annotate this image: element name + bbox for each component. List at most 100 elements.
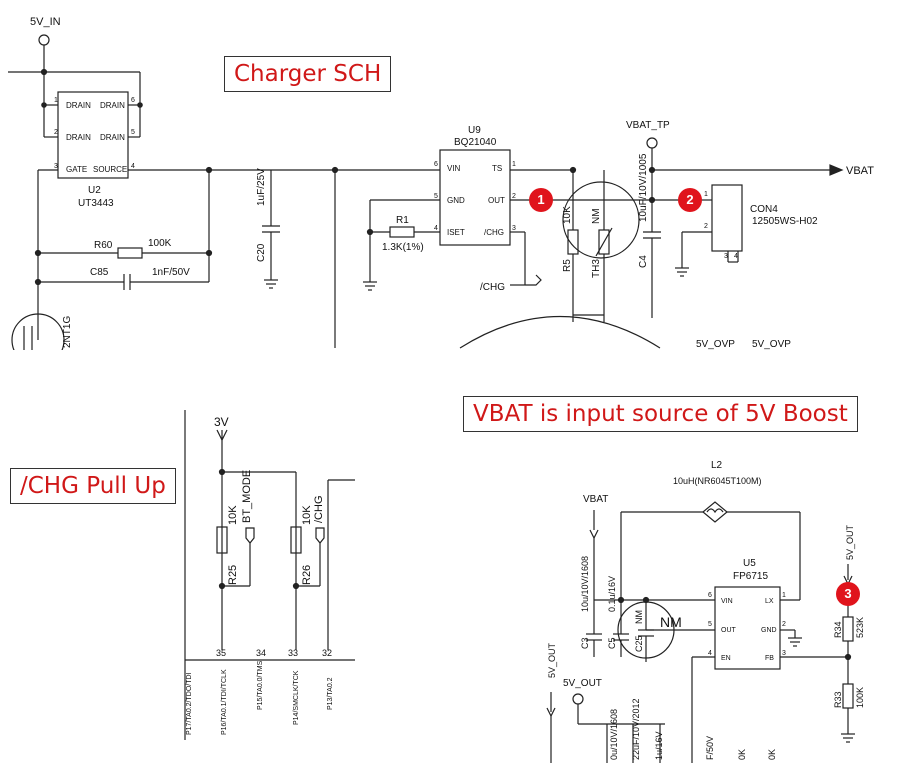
u5-boost-ic xyxy=(714,586,781,670)
svg-text:R33: R33 xyxy=(833,691,843,708)
svg-text:5V_OUT: 5V_OUT xyxy=(547,642,557,678)
svg-text:1: 1 xyxy=(704,191,708,198)
svg-text:5V_OUT: 5V_OUT xyxy=(845,524,855,560)
svg-text:3: 3 xyxy=(724,253,728,260)
net-label-vbat-tp: VBAT_TP xyxy=(626,120,670,131)
svg-text:R60: R60 xyxy=(94,240,113,251)
chg-net-label: /CHG xyxy=(480,282,505,293)
svg-text:U5: U5 xyxy=(743,558,756,569)
svg-text:33: 33 xyxy=(288,648,298,658)
svg-text:0K: 0K xyxy=(767,749,777,760)
svg-text:0K: 0K xyxy=(737,749,747,760)
svg-text:GATE: GATE xyxy=(66,165,87,174)
svg-text:4: 4 xyxy=(708,650,712,657)
svg-text:4: 4 xyxy=(734,253,738,260)
r1-resistor xyxy=(389,226,415,238)
svg-text:2NT1G: 2NT1G xyxy=(62,316,73,348)
svg-text:4: 4 xyxy=(131,163,135,170)
battery-outline-partial xyxy=(459,316,661,349)
svg-text:1.3K(1%): 1.3K(1%) xyxy=(382,242,424,253)
svg-text:VBAT: VBAT xyxy=(583,494,608,505)
svg-text:/CHG: /CHG xyxy=(313,496,325,524)
svg-text:1: 1 xyxy=(512,161,516,168)
pullup-schematic: 3V 10K R25 BT_MODE 10K R26 /CHG 35 34 33… xyxy=(180,400,360,745)
svg-text:5: 5 xyxy=(131,129,135,136)
svg-text:1: 1 xyxy=(782,592,786,599)
svg-text:C3: C3 xyxy=(580,637,590,649)
svg-text:0.1u/16V: 0.1u/16V xyxy=(607,576,617,612)
svg-text:NM: NM xyxy=(634,610,644,624)
u9-charger-ic xyxy=(439,149,511,246)
svg-text:3: 3 xyxy=(54,163,58,170)
callout-vbat-boost: VBAT is input source of 5V Boost xyxy=(463,396,858,432)
svg-text:C85: C85 xyxy=(90,267,109,278)
callout-charger-sch: Charger SCH xyxy=(224,56,392,92)
svg-text:2: 2 xyxy=(54,129,58,136)
test-point-5v-out xyxy=(572,693,584,705)
svg-text:1u/16V: 1u/16V xyxy=(654,731,664,760)
svg-text:10u/10V/1608: 10u/10V/1608 xyxy=(580,556,590,612)
boost-schematic: L2 10uH(NR6045T100M) VBAT 10u/10V/1608 C… xyxy=(545,452,885,763)
svg-text:TH3: TH3 xyxy=(591,259,602,278)
svg-text:1: 1 xyxy=(54,97,58,104)
svg-text:P14/SMCLK/TCK: P14/SMCLK/TCK xyxy=(293,670,300,725)
svg-text:100K: 100K xyxy=(148,238,172,249)
svg-text:U9: U9 xyxy=(468,125,481,136)
svg-text:P17/TA0.2/TDO/TDI: P17/TA0.2/TDO/TDI xyxy=(186,672,193,735)
svg-text:/CHG: /CHG xyxy=(484,228,504,237)
svg-text:35: 35 xyxy=(216,648,226,658)
nm-label: NM xyxy=(660,614,682,630)
svg-text:P13/TA0.2: P13/TA0.2 xyxy=(327,677,334,710)
svg-text:SOURCE: SOURCE xyxy=(93,165,127,174)
svg-text:EN: EN xyxy=(721,655,731,662)
svg-text:2: 2 xyxy=(704,223,708,230)
con4-connector xyxy=(711,184,743,252)
svg-text:LX: LX xyxy=(765,598,774,605)
svg-text:10K: 10K xyxy=(227,505,239,525)
marker-1: 1 xyxy=(529,188,553,212)
svg-text:ISET: ISET xyxy=(447,228,465,237)
svg-text:TS: TS xyxy=(492,164,502,173)
svg-text:C5: C5 xyxy=(607,637,617,649)
svg-text:VIN: VIN xyxy=(721,598,733,605)
svg-text:100K: 100K xyxy=(855,687,865,708)
svg-text:OUT: OUT xyxy=(721,627,737,634)
svg-text:C25: C25 xyxy=(634,635,644,652)
svg-text:5V_OUT: 5V_OUT xyxy=(563,678,602,689)
svg-text:F/50V: F/50V xyxy=(705,736,715,760)
r33-resistor xyxy=(842,683,854,709)
svg-text:5V_OVP: 5V_OVP xyxy=(696,339,735,350)
svg-text:CON4: CON4 xyxy=(750,204,778,215)
u2-part: UT3443 xyxy=(78,198,114,209)
svg-text:BQ21040: BQ21040 xyxy=(454,137,497,148)
u2-ref: U2 xyxy=(88,185,101,196)
test-point-vbat-tp xyxy=(646,137,658,149)
svg-text:6: 6 xyxy=(708,592,712,599)
svg-text:2: 2 xyxy=(782,621,786,628)
svg-text:12505WS-H02: 12505WS-H02 xyxy=(752,216,818,227)
svg-text:0u/10V/1608: 0u/10V/1608 xyxy=(609,709,619,760)
svg-text:R1: R1 xyxy=(396,215,409,226)
svg-text:OUT: OUT xyxy=(488,196,505,205)
svg-text:L2: L2 xyxy=(711,460,723,471)
svg-text:10K: 10K xyxy=(562,206,573,224)
svg-text:5: 5 xyxy=(434,193,438,200)
svg-text:DRAIN: DRAIN xyxy=(66,133,91,142)
q-transistor-partial xyxy=(11,313,65,350)
svg-text:5V_OVP: 5V_OVP xyxy=(752,339,791,350)
svg-text:C20: C20 xyxy=(256,243,267,262)
charger-schematic: 5V_IN DRAIN DRAIN DRAIN DRAIN GATE SOURC… xyxy=(0,0,910,350)
marker-3: 3 xyxy=(836,582,860,606)
svg-text:R34: R34 xyxy=(833,621,843,638)
svg-text:3: 3 xyxy=(782,650,786,657)
r26-resistor xyxy=(290,526,302,554)
svg-text:DRAIN: DRAIN xyxy=(66,101,91,110)
svg-text:4: 4 xyxy=(434,225,438,232)
svg-text:DRAIN: DRAIN xyxy=(100,133,125,142)
test-point-5v-in xyxy=(38,34,50,46)
svg-text:R25: R25 xyxy=(227,565,239,585)
svg-text:3V: 3V xyxy=(214,415,229,429)
svg-text:FP6715: FP6715 xyxy=(733,571,768,582)
svg-text:5: 5 xyxy=(708,621,712,628)
svg-text:32: 32 xyxy=(322,648,332,658)
